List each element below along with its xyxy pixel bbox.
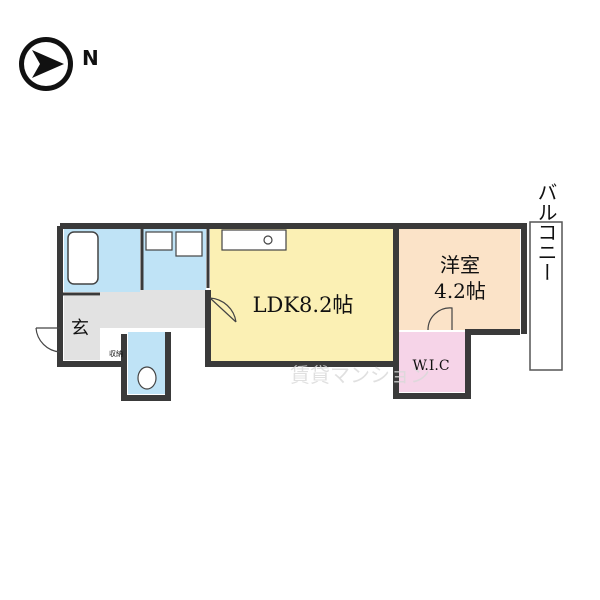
room-label-western-1: 洋室 <box>440 253 480 277</box>
stove-burner <box>263 235 273 245</box>
north-label: N <box>82 46 99 70</box>
walls <box>57 223 527 401</box>
bathtub <box>67 231 99 285</box>
washbasin <box>145 231 173 251</box>
toilet-fixture <box>137 366 157 390</box>
room-label-ldk: LDK8.2帖 <box>253 293 354 317</box>
balcony <box>529 221 563 371</box>
entrance-area <box>64 296 100 360</box>
washing-machine <box>175 231 203 257</box>
room-label-balcony: バルコニー <box>534 182 558 282</box>
watermark: 賃貸マンション <box>290 363 430 387</box>
room-label-wic: W.I.C <box>412 358 449 374</box>
room-label-entrance: 玄 <box>71 318 89 339</box>
western-room-area <box>398 228 520 330</box>
room-label-western-2: 4.2帖 <box>434 279 486 303</box>
north-arrow-icon <box>19 37 73 91</box>
wic-area <box>398 332 466 392</box>
hall-area <box>100 290 208 328</box>
kitchen-counter <box>221 229 287 251</box>
room-label-storage: 収納 <box>109 349 123 358</box>
door-swings <box>35 297 453 353</box>
inner-walls <box>60 226 210 296</box>
